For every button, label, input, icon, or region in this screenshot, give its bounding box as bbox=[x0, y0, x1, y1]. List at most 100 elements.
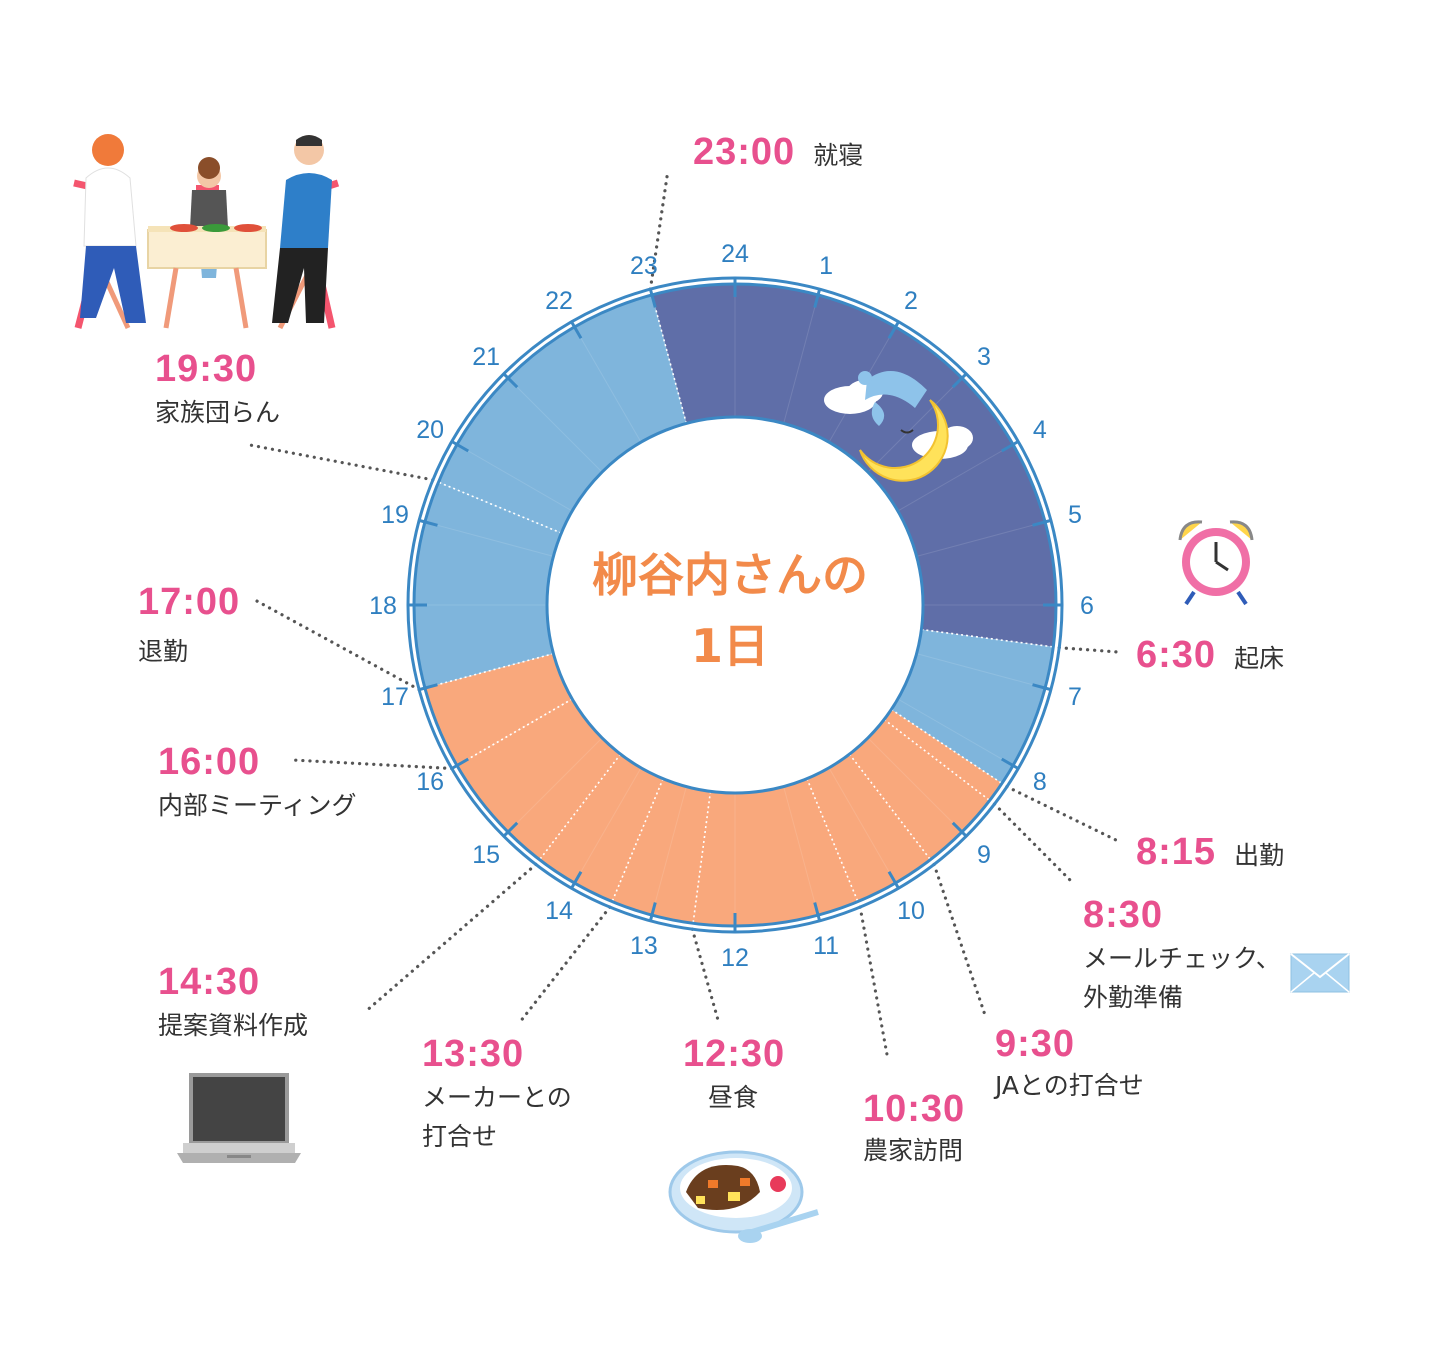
hour-divider bbox=[783, 786, 819, 915]
event-8-30: 8:30 メールチェック、 外勤準備 bbox=[1083, 896, 1281, 1018]
event-6-30: 6:30 起床 bbox=[1136, 636, 1284, 679]
sleeping-moon-icon bbox=[824, 371, 973, 482]
hour-divider bbox=[457, 444, 573, 512]
hour-number: 18 bbox=[369, 592, 397, 620]
event-divider bbox=[848, 753, 931, 860]
leader-maker bbox=[518, 905, 612, 1024]
hour-number: 8 bbox=[1033, 768, 1047, 796]
hour-number: 3 bbox=[977, 343, 991, 371]
hour-divider bbox=[828, 767, 896, 883]
leader-wake bbox=[1057, 646, 1120, 654]
leader-docs bbox=[363, 862, 538, 1014]
segment-home bbox=[439, 295, 687, 534]
event-12-30: 12:30 昼食 bbox=[683, 1033, 786, 1118]
hour-tick bbox=[887, 321, 900, 340]
hour-tick bbox=[1000, 440, 1019, 453]
hour-tick bbox=[1032, 683, 1052, 692]
event-label: 昼食 bbox=[707, 1083, 758, 1112]
event-label: 家族団らん bbox=[155, 398, 281, 427]
hour-divider bbox=[867, 378, 962, 473]
hour-divider bbox=[897, 698, 1013, 766]
hour-tick bbox=[502, 372, 519, 389]
hour-divider bbox=[916, 521, 1045, 557]
hour-number: 20 bbox=[416, 416, 444, 444]
hour-number: 11 bbox=[813, 932, 839, 960]
hour-number: 17 bbox=[381, 683, 409, 711]
hour-tick bbox=[1000, 757, 1019, 770]
leader-family bbox=[248, 443, 435, 482]
hour-number: 21 bbox=[472, 343, 500, 371]
event-divider bbox=[692, 791, 712, 923]
event-14-30: 14:30 提案資料作成 bbox=[158, 963, 308, 1046]
event-time: 10:30 bbox=[863, 1088, 966, 1130]
hour-number: 2 bbox=[904, 287, 918, 315]
event-time: 9:30 bbox=[995, 1023, 1076, 1065]
event-divider bbox=[457, 698, 573, 766]
hour-number: 24 bbox=[721, 240, 749, 268]
event-time: 12:30 bbox=[683, 1033, 786, 1075]
event-19-30: 19:30 家族団らん bbox=[155, 350, 280, 433]
event-label: 出勤 bbox=[1234, 841, 1285, 870]
title-line-1: 柳谷内さんの bbox=[592, 548, 868, 602]
hour-divider bbox=[897, 444, 1013, 512]
event-time: 8:30 bbox=[1083, 894, 1164, 936]
event-label: 退勤 bbox=[138, 637, 189, 666]
curry-plate-icon bbox=[668, 1150, 819, 1243]
hour-number: 13 bbox=[630, 932, 658, 960]
leader-lines bbox=[248, 168, 1122, 1062]
event-time: 23:00 bbox=[693, 131, 796, 173]
event-label-line-2: 打合せ bbox=[422, 1121, 498, 1151]
leader-meeting bbox=[290, 758, 454, 771]
event-divider bbox=[651, 295, 688, 424]
title-line-2: 1日 bbox=[690, 619, 769, 674]
hour-number: 12 bbox=[721, 944, 749, 972]
event-label-line-1: メールチェック、 bbox=[1083, 944, 1281, 973]
event-23-00: 23:00 就寝 bbox=[693, 133, 863, 176]
event-time: 14:30 bbox=[158, 961, 261, 1003]
hour-tick bbox=[1032, 518, 1052, 527]
hour-number: 23 bbox=[630, 252, 658, 280]
hour-number: 15 bbox=[472, 841, 500, 869]
hour-tick bbox=[813, 288, 822, 308]
event-divider bbox=[425, 652, 554, 689]
hour-number: 9 bbox=[977, 841, 991, 869]
hour-tick bbox=[648, 288, 657, 308]
event-label-line-1: メーカーとの bbox=[422, 1083, 572, 1112]
hour-tick bbox=[648, 902, 657, 922]
event-label: 起床 bbox=[1234, 644, 1285, 673]
hour-divider bbox=[508, 378, 603, 473]
segment-work bbox=[425, 653, 1002, 925]
hour-tick bbox=[813, 902, 822, 922]
hour-tick bbox=[570, 870, 583, 889]
event-label: 就寝 bbox=[813, 141, 864, 170]
event-divider bbox=[806, 778, 859, 901]
hour-tick bbox=[418, 683, 438, 692]
event-divider bbox=[539, 753, 622, 860]
hour-divider bbox=[508, 737, 603, 832]
event-divider bbox=[611, 778, 664, 901]
hour-divider bbox=[425, 521, 554, 557]
event-label-line-2: 外勤準備 bbox=[1083, 982, 1184, 1012]
hour-divider bbox=[651, 786, 687, 915]
hour-tick bbox=[451, 757, 470, 770]
event-label: 農家訪問 bbox=[863, 1136, 964, 1165]
hour-number: 5 bbox=[1068, 501, 1082, 529]
hour-number: 10 bbox=[897, 897, 925, 925]
segment-home bbox=[415, 482, 562, 688]
event-divider bbox=[883, 718, 990, 801]
event-label: JAとの打合せ bbox=[995, 1071, 1144, 1100]
hour-tick bbox=[887, 870, 900, 889]
hour-number: 4 bbox=[1033, 416, 1047, 444]
hour-number: 16 bbox=[416, 768, 444, 796]
event-label: 提案資料作成 bbox=[158, 1011, 309, 1040]
hour-tick bbox=[502, 821, 519, 838]
envelope-icon bbox=[1290, 953, 1350, 993]
hour-divider bbox=[916, 653, 1045, 689]
hour-tick bbox=[951, 821, 968, 838]
hour-divider bbox=[783, 295, 819, 424]
leader-farm bbox=[858, 905, 890, 1062]
hour-divider bbox=[574, 327, 642, 443]
